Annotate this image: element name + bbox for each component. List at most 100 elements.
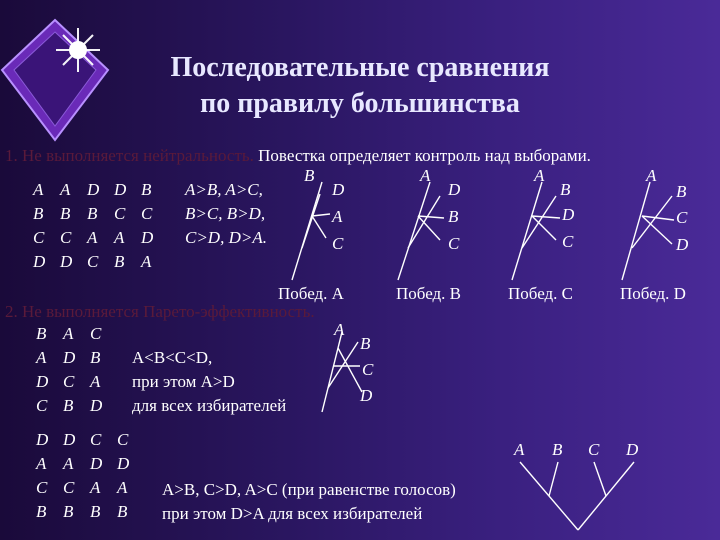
section2-text: при этом A>D (132, 372, 235, 391)
matrix-cell: A (60, 180, 71, 199)
section2-tree-label: C (362, 360, 374, 379)
tree1-top: B (304, 166, 315, 185)
matrix-cell: D (141, 228, 154, 247)
matrix-cell: D (33, 252, 46, 271)
section2-tree-label: A (334, 320, 345, 339)
matrix-cell: B (141, 180, 152, 199)
section2-tree-label: D (360, 386, 373, 405)
matrix-cell: B (36, 324, 47, 343)
tree2-seq: D (448, 180, 461, 199)
tree4-winner: Побед. D (620, 284, 686, 303)
matrix-cell: B (87, 204, 98, 223)
tree4-seq: C (676, 208, 688, 227)
matrix-cell: D (63, 348, 76, 367)
matrix-cell: D (60, 252, 73, 271)
tree4-seq: B (676, 182, 687, 201)
relation-line: A>B, A>C, (185, 180, 263, 199)
matrix-cell: C (114, 204, 126, 223)
tree3-winner: Побед. C (508, 284, 574, 303)
matrix-cell: B (36, 502, 47, 521)
page-title-line1: Последовательные сравнения (170, 52, 550, 83)
matrix-cell: A (63, 454, 74, 473)
matrix-cell: C (117, 430, 129, 449)
tree3-seq: D (562, 205, 575, 224)
matrix-cell: C (90, 430, 102, 449)
section3-tree-label: C (588, 440, 600, 459)
section3-text: A>B, C>D, A>C (при равенстве голосов) (162, 480, 456, 499)
tree4-top: A (646, 166, 657, 185)
section1-heading-prefix: 1. Не выполняется нейтральность. (5, 146, 254, 165)
matrix-cell: D (90, 396, 103, 415)
matrix-cell: A (36, 348, 47, 367)
matrix-cell: B (90, 502, 101, 521)
matrix-cell: D (36, 430, 49, 449)
page-title-line2: по правилу большинства (200, 88, 520, 119)
section2-heading: 2. Не выполняется Парето-эффективность. (5, 302, 315, 321)
matrix-cell: C (63, 372, 75, 391)
matrix-cell: D (63, 430, 76, 449)
matrix-cell: C (141, 204, 153, 223)
section1-heading: 1. Не выполняется нейтральность. Повестк… (5, 146, 591, 166)
tree3-seq: C (562, 232, 574, 251)
matrix-cell: A (33, 180, 44, 199)
tree3-top: A (534, 166, 545, 185)
section2-text: для всех избирателей (132, 396, 287, 415)
matrix-cell: A (90, 478, 101, 497)
tree2-top: A (420, 166, 431, 185)
matrix-cell: B (90, 348, 101, 367)
matrix-cell: B (60, 204, 71, 223)
matrix-cell: A (90, 372, 101, 391)
matrix-cell: B (33, 204, 44, 223)
matrix-cell: D (90, 454, 103, 473)
tree4-seq: D (676, 235, 689, 254)
matrix-cell: A (117, 478, 128, 497)
matrix-cell: A (114, 228, 125, 247)
matrix-cell: B (63, 396, 74, 415)
matrix-cell: C (63, 478, 75, 497)
matrix-cell: B (117, 502, 128, 521)
tree1-seq: D (332, 180, 345, 199)
tree2-seq: C (448, 234, 460, 253)
diamond-star-logo-icon (0, 18, 110, 142)
tree1-seq: A (332, 207, 343, 226)
matrix-cell: A (87, 228, 98, 247)
matrix-cell: D (36, 372, 49, 391)
section3-tree-label: B (552, 440, 563, 459)
section3-tree-label: D (626, 440, 639, 459)
matrix-cell: C (33, 228, 45, 247)
matrix-cell: D (87, 180, 100, 199)
section3-tree-label: A (514, 440, 525, 459)
relation-line: B>C, B>D, (185, 204, 266, 223)
tree1-winner: Побед. A (278, 284, 344, 303)
matrix-cell: D (117, 454, 130, 473)
matrix-cell: C (87, 252, 99, 271)
matrix-cell: A (63, 324, 74, 343)
matrix-cell: A (36, 454, 47, 473)
section3-text: при этом D>A для всех избирателей (162, 504, 423, 523)
section2-text: A<B<C<D, (132, 348, 213, 367)
tree2-seq: B (448, 207, 459, 226)
tree1-seq: C (332, 234, 344, 253)
matrix-cell: C (90, 324, 102, 343)
matrix-cell: C (36, 478, 48, 497)
section1-heading-rest: Повестка определяет контроль над выборам… (258, 146, 591, 165)
matrix-cell: D (114, 180, 127, 199)
matrix-cell: C (60, 228, 72, 247)
